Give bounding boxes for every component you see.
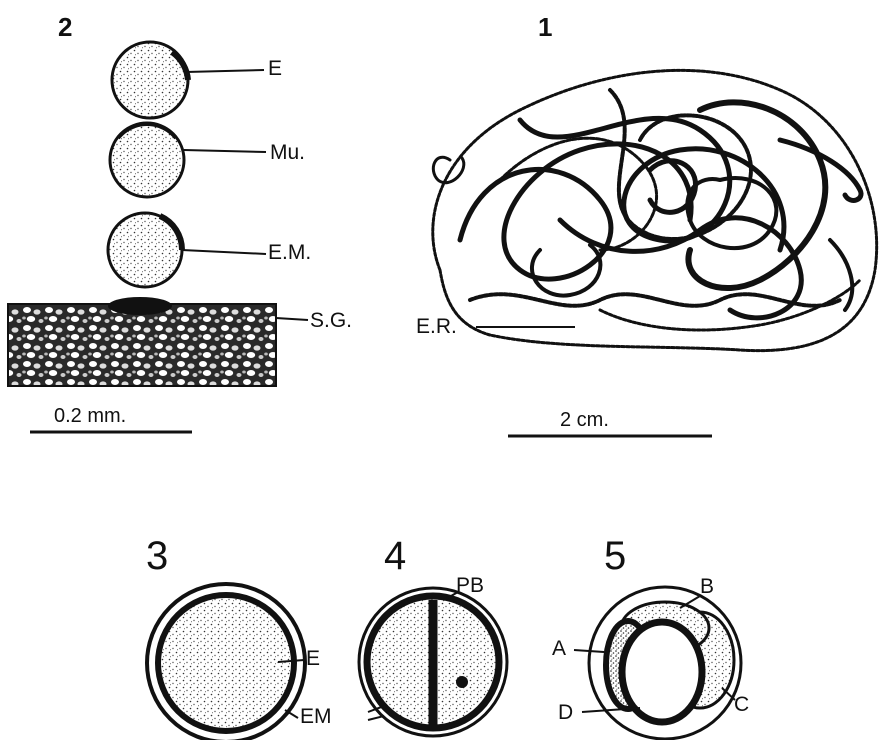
fig5-egg bbox=[589, 587, 741, 739]
fig3-label-e: E bbox=[306, 648, 320, 669]
fig5-label-d: D bbox=[558, 702, 573, 723]
fig2-sand-grains bbox=[8, 297, 276, 386]
fig2-egg-mu bbox=[110, 123, 184, 197]
figure-number-3: 3 bbox=[146, 536, 168, 576]
fig2-label-mu: Mu. bbox=[270, 142, 305, 163]
fig1-label-er: E.R. bbox=[416, 316, 457, 337]
fig5-label-a: A bbox=[552, 638, 566, 659]
figure-number-2: 2 bbox=[58, 14, 72, 40]
fig2-leader-em bbox=[182, 250, 266, 254]
scalebar-fig1-label: 2 cm. bbox=[560, 410, 609, 430]
fig4-label-pb: PB bbox=[456, 575, 484, 596]
fig3-label-em: EM bbox=[300, 706, 332, 727]
scalebar-fig2-label: 0.2 mm. bbox=[54, 406, 126, 426]
figure-number-4: 4 bbox=[384, 536, 406, 576]
figure-number-1: 1 bbox=[538, 14, 552, 40]
fig1-egg-ribbon-mass bbox=[433, 70, 877, 350]
fig2-egg-e bbox=[112, 42, 188, 118]
figure-number-5: 5 bbox=[604, 536, 626, 576]
fig2-label-sg: S.G. bbox=[310, 310, 352, 331]
fig5-label-b: B bbox=[700, 576, 714, 597]
fig5-label-c: C bbox=[734, 694, 749, 715]
fig4-egg bbox=[359, 588, 507, 736]
fig2-leader-e bbox=[186, 70, 264, 72]
fig2-leader-sg bbox=[276, 318, 308, 320]
fig2-leader-mu bbox=[184, 150, 266, 152]
fig2-label-e: E bbox=[268, 58, 282, 79]
fig2-egg-em bbox=[108, 213, 182, 287]
fig2-label-em: E.M. bbox=[268, 242, 311, 263]
